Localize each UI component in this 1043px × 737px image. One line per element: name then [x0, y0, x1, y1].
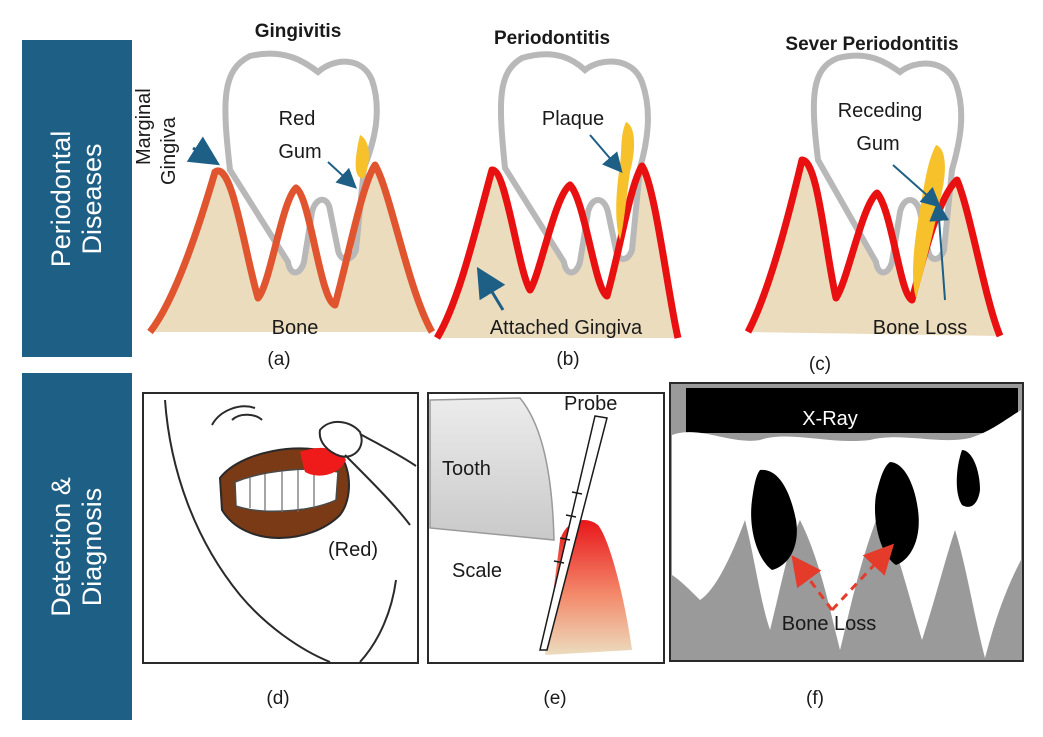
panel-b-periodontitis: Periodontitis Plaque Attached Gingiva (b…	[434, 28, 682, 370]
panel-e-label-probe: Probe	[564, 393, 617, 415]
panel-a-caption: (a)	[267, 349, 290, 370]
panel-f-label-boneloss: Bone Loss	[782, 613, 877, 635]
panel-f-xray-top	[686, 388, 1018, 433]
panel-a-arrow-marginal	[186, 136, 221, 166]
panel-e-tooth	[429, 397, 555, 541]
panel-e-probe-shaft	[539, 415, 608, 651]
panel-e-label-scale: Scale	[452, 560, 502, 582]
panel-a-label-red: Red	[279, 108, 316, 130]
panel-d-face-outline	[164, 399, 397, 663]
panel-f-xray: X-Ray Bone Loss (f)	[669, 382, 1024, 709]
panel-f-label-xray: X-Ray	[802, 408, 858, 430]
panel-a-gum-line	[147, 161, 436, 335]
panel-b-tooth	[497, 51, 651, 276]
panel-a-label-bone: Bone	[272, 317, 319, 339]
panel-b-arrow-plaque	[589, 134, 623, 174]
panel-f-bone-loss-far	[956, 450, 980, 507]
panel-d-finger	[318, 421, 417, 526]
panel-e-probe: Probe Tooth Scale (e)	[427, 392, 665, 709]
panel-c-label-receding: Receding	[838, 100, 923, 122]
panel-f-arrow-right	[830, 543, 895, 612]
panel-b-arrow-attached	[476, 266, 506, 311]
panel-c-label-boneloss: Bone Loss	[873, 317, 968, 339]
panel-b-label-plaque: Plaque	[542, 108, 604, 130]
panel-a-label-marginal: Marginal	[133, 88, 155, 165]
panel-d-nose	[211, 405, 263, 426]
panel-c-gum-line	[744, 156, 1004, 338]
panel-b-title: Periodontitis	[494, 28, 610, 49]
panel-a-label-gingiva: Gingiva	[158, 116, 180, 185]
panel-b-caption: (b)	[556, 349, 579, 370]
panel-d-label-red: (Red)	[328, 539, 378, 561]
panel-b-plaque	[616, 122, 635, 240]
panel-b-gum-line	[434, 162, 682, 340]
panel-d-teeth-lines	[249, 470, 315, 512]
panel-a-tooth	[222, 50, 380, 276]
panel-b-label-attached: Attached Gingiva	[490, 317, 643, 339]
panel-a-title: Gingivitis	[255, 21, 342, 42]
section-band-periodontal-diseases: Periodontal Diseases	[22, 40, 132, 357]
panel-a-gingivitis: Gingivitis Marginal Gingiva Red Gum Bone…	[133, 21, 436, 370]
panel-c-title: Sever Periodontitis	[785, 34, 958, 55]
panel-c-label-gum: Gum	[856, 133, 899, 155]
panel-a-label-gum: Gum	[278, 141, 321, 163]
panel-f-bone-loss-right	[874, 462, 919, 565]
panel-f-bone-loss-left	[751, 469, 797, 570]
panel-c-arrow-boneloss	[929, 201, 950, 301]
panel-d-teeth	[234, 468, 339, 512]
section-band-detection-diagnosis: Detection & Diagnosis	[22, 373, 132, 720]
panel-a-plaque	[355, 135, 369, 179]
panel-c-severe-periodontitis: Sever Periodontitis Receding Gum Bone Lo…	[744, 34, 1004, 375]
panel-d-caption: (d)	[266, 688, 289, 709]
panel-c-arrow-receding	[892, 164, 941, 208]
panel-d-visual-inspection: (Red) (d)	[142, 392, 419, 709]
panel-f-caption: (f)	[806, 688, 824, 709]
panel-f-arrow-left	[791, 555, 834, 611]
panel-e-label-tooth: Tooth	[442, 458, 491, 480]
panel-e-caption: (e)	[543, 688, 566, 709]
panel-e-probe-ticks	[553, 491, 583, 564]
panel-a-arrow-red-gum	[327, 161, 357, 189]
panel-c-plaque	[913, 145, 945, 298]
panel-c-caption: (c)	[809, 354, 831, 375]
